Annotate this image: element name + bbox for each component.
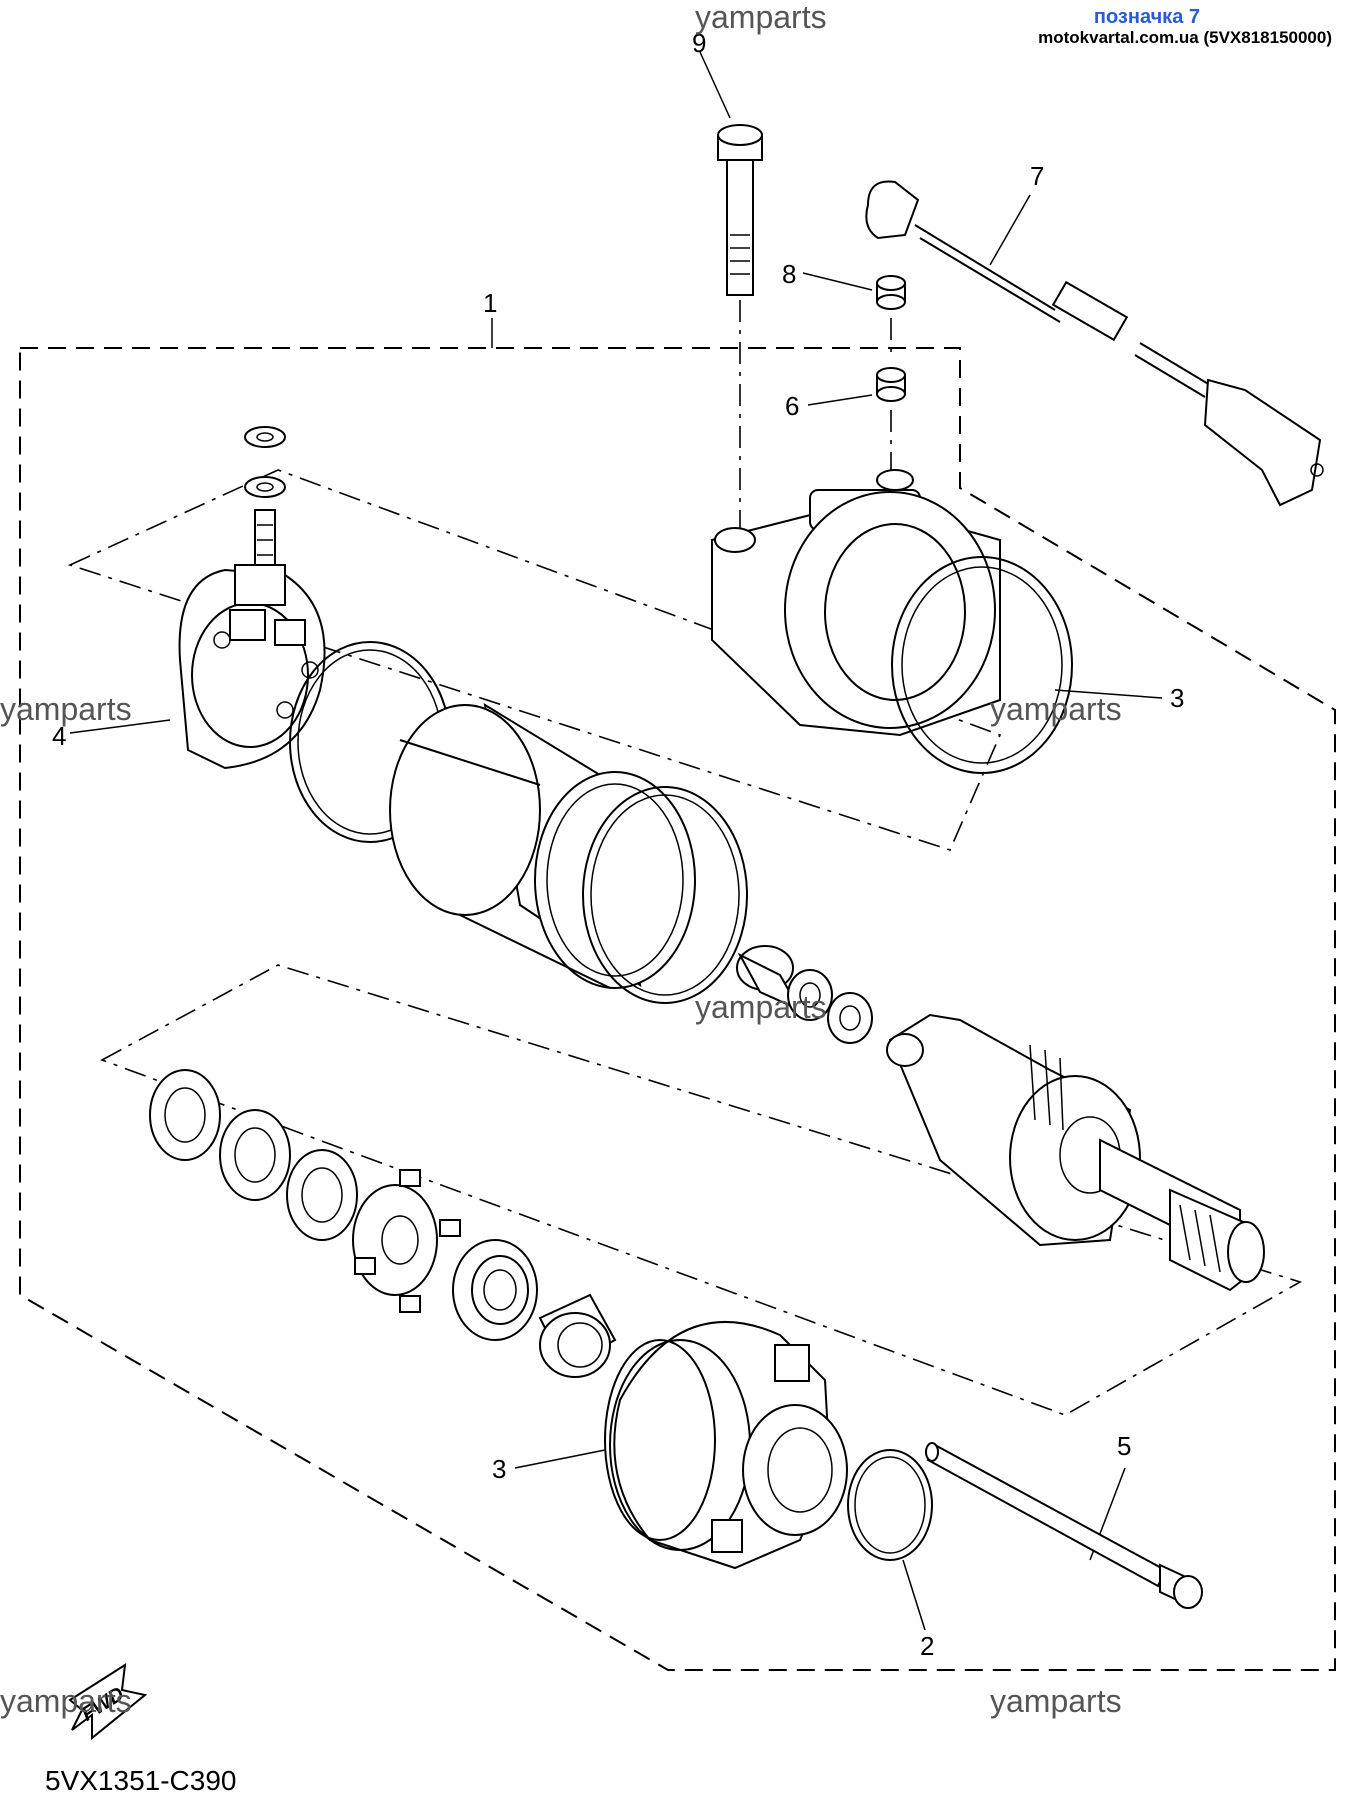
leader-4 — [69, 719, 171, 734]
washer-center-2 — [827, 992, 873, 1044]
leader-7 — [989, 194, 1031, 266]
leader-9 — [699, 51, 731, 119]
nut-part-6 — [876, 367, 906, 402]
callout-3-upper: 3 — [1170, 683, 1184, 713]
lead-wire-part-7 — [865, 180, 1324, 507]
fwd-arrow-icon: FWD — [68, 1663, 148, 1741]
shim-1 — [149, 1069, 221, 1161]
watermark-bottom-left: yamparts — [0, 1683, 132, 1719]
leader-2 — [902, 1559, 926, 1631]
o-ring-part-3-upper — [891, 556, 1073, 774]
callout-1: 1 — [483, 288, 497, 318]
diagram-code: 5VX1351-C390 — [45, 1765, 236, 1796]
header-label: позначка 7 — [1093, 6, 1200, 28]
rear-housing — [711, 469, 1001, 737]
watermark-top: yamparts — [695, 0, 827, 35]
lock-plate — [352, 1169, 461, 1313]
brush-holder-part-4 — [178, 509, 326, 770]
callout-4: 4 — [52, 721, 66, 751]
leader-3a — [1054, 689, 1163, 699]
washer-top-2 — [244, 476, 286, 498]
callout-2: 2 — [920, 1631, 934, 1661]
shim-3 — [286, 1149, 358, 1241]
callout-8: 8 — [782, 259, 796, 289]
callout-6: 6 — [785, 391, 799, 421]
bolt-part-9 — [717, 124, 763, 545]
bushing — [736, 945, 803, 1013]
watermark-bottom-right: yamparts — [990, 1683, 1122, 1719]
leader-6 — [807, 394, 873, 406]
leader-3b — [514, 1449, 606, 1469]
needle-bearing — [538, 1293, 617, 1378]
callout-5: 5 — [1117, 1431, 1131, 1461]
nut-part-8 — [876, 275, 906, 310]
callout-9: 9 — [692, 28, 706, 58]
header-site: motokvartal.com.ua (5VX818150000) — [1038, 28, 1332, 47]
yoke — [389, 702, 696, 989]
front-cover — [609, 1321, 848, 1570]
washer-center-1 — [787, 969, 833, 1021]
o-ring-yoke-front — [582, 786, 748, 1004]
washer-top-1 — [244, 426, 286, 448]
through-bolt-part-5 — [925, 1442, 1203, 1609]
callout-3-lower: 3 — [492, 1454, 506, 1484]
o-ring-part-2 — [847, 1449, 933, 1561]
shim-2 — [219, 1109, 291, 1201]
armature — [886, 1013, 1265, 1292]
watermark-center: yamparts — [695, 989, 827, 1025]
brush-group-box — [67, 469, 1002, 851]
callout-7: 7 — [1030, 161, 1044, 191]
bearing — [452, 1239, 538, 1341]
leader-8 — [802, 272, 873, 291]
assembly-boundary — [19, 347, 1336, 1671]
armature-group-box — [100, 964, 1303, 1416]
watermark-left: yamparts — [0, 691, 132, 727]
o-ring-part-3-lower — [604, 1339, 716, 1541]
watermark-right: yamparts — [990, 691, 1122, 727]
